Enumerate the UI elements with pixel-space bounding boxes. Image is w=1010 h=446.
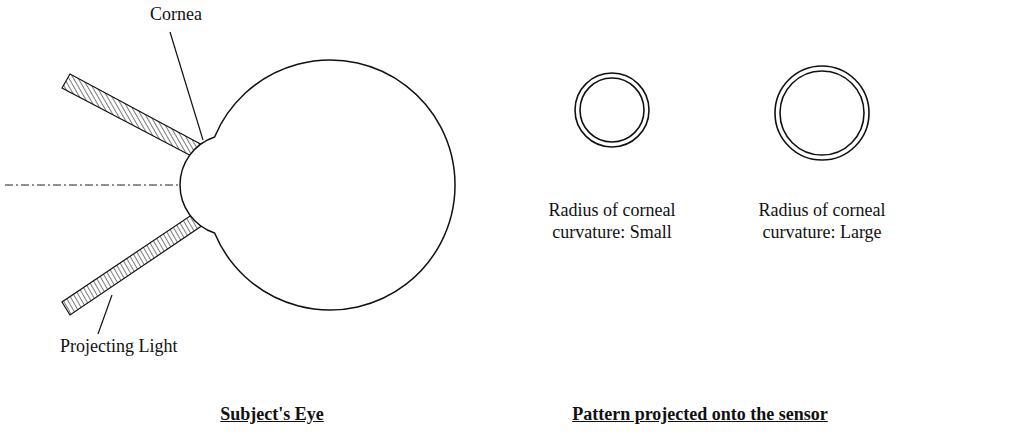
part-label: Cornea: [150, 4, 202, 26]
part-label: Projecting Light: [60, 336, 177, 358]
light-beam: [62, 210, 206, 315]
leader-line: [98, 295, 112, 334]
eyeball: [180, 60, 455, 310]
figure-heading: Pattern projected onto the sensor: [572, 404, 828, 426]
figure-heading: Subject's Eye: [220, 404, 324, 426]
ring-pattern: [575, 73, 649, 147]
light-beam: [62, 74, 206, 160]
pattern-label: Radius of corneal curvature: Small: [517, 200, 707, 243]
pattern-label: Radius of corneal curvature: Large: [727, 200, 917, 243]
ring-pattern: [775, 66, 869, 160]
ring-pattern: [780, 71, 864, 155]
ring-pattern: [580, 78, 644, 142]
leader-line: [170, 32, 203, 140]
